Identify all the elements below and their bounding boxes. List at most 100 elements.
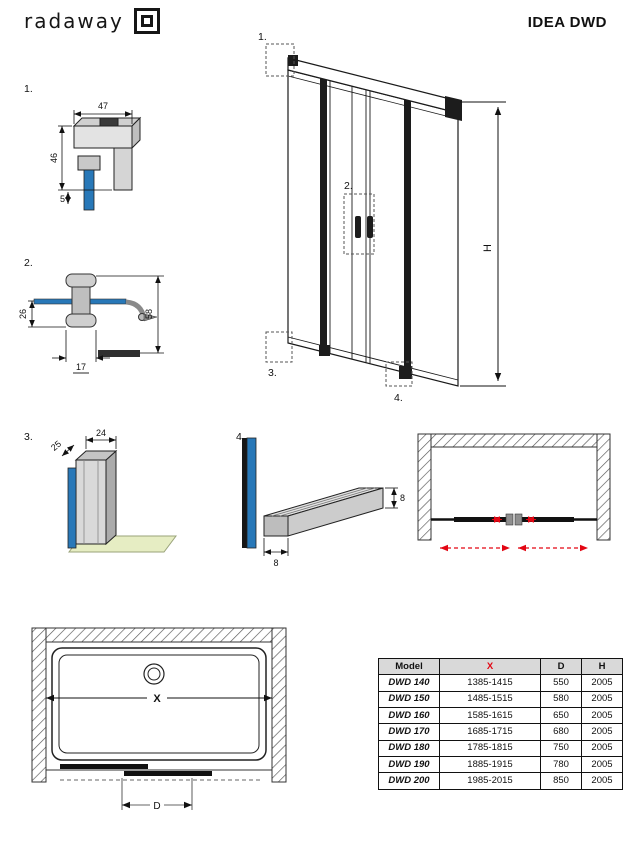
right-door xyxy=(522,517,574,522)
drain xyxy=(143,663,165,685)
dim-58: 58 xyxy=(144,309,154,319)
height-dimension xyxy=(460,101,506,387)
callout-3-label: 3. xyxy=(268,367,277,379)
dim-26: 26 xyxy=(18,309,28,319)
door-handle-right xyxy=(367,216,373,238)
detail-2-dimensions xyxy=(28,275,164,374)
back-wall xyxy=(417,433,611,448)
rail-clamp xyxy=(99,117,119,127)
detail-3-label: 3. xyxy=(24,431,33,443)
door-profile-left xyxy=(320,78,327,353)
detail-4-label: 4. xyxy=(236,431,245,443)
cell-model: DWD 140 xyxy=(378,674,440,692)
detail-3-dimensions xyxy=(61,436,117,457)
cell-h: 2005 xyxy=(581,772,623,790)
dim-8-height: 8 xyxy=(400,493,405,503)
detail-1-drawing: 1. 47 46 5 xyxy=(24,83,142,211)
right-handle xyxy=(514,513,523,526)
cell-h: 2005 xyxy=(581,674,623,692)
walls xyxy=(417,433,611,541)
cell-h: 2005 xyxy=(581,707,623,725)
cell-model: DWD 190 xyxy=(378,756,440,774)
cell-d: 550 xyxy=(540,674,582,692)
col-header-h: H xyxy=(581,657,623,676)
door-profiles xyxy=(288,55,462,379)
glass-top-profile xyxy=(98,350,140,357)
col-header-d: D xyxy=(540,657,582,676)
dim-5: 5 xyxy=(60,194,65,204)
detail-1-label: 1. xyxy=(24,83,33,95)
table-row: DWD 200 1985-2015 850 2005 xyxy=(378,772,623,790)
d-dim-label: D xyxy=(153,801,160,812)
shower-tray xyxy=(51,647,267,761)
cell-x: 1385-1415 xyxy=(439,674,541,692)
rail-end-cap xyxy=(445,96,462,121)
table-row: DWD 190 1885-1915 780 2005 xyxy=(378,756,623,774)
opening-arrows xyxy=(440,516,588,552)
detail-1-dimensions xyxy=(58,110,133,204)
glass-holder xyxy=(77,155,101,171)
right-wall xyxy=(596,433,611,541)
cell-x: 1685-1715 xyxy=(439,723,541,741)
dim-25: 25 xyxy=(49,439,63,453)
callout-box-3 xyxy=(265,331,293,363)
table-row: DWD 180 1785-1815 750 2005 xyxy=(378,739,623,758)
d-dimension xyxy=(121,778,193,810)
cell-d: 750 xyxy=(540,739,582,758)
callout-1-label: 1. xyxy=(258,31,267,43)
dim-17: 17 xyxy=(76,362,86,372)
product-title: IDEA DWD xyxy=(527,14,607,31)
right-door xyxy=(124,771,212,776)
left-door xyxy=(454,517,506,522)
col-header-x: X xyxy=(439,657,541,676)
table-row: DWD 150 1485-1515 580 2005 xyxy=(378,690,623,709)
cell-model: DWD 150 xyxy=(378,690,440,709)
detail-3-drawing: 3. 24 25 xyxy=(24,428,177,553)
tray-top-view: X D xyxy=(31,627,287,812)
cell-d: 580 xyxy=(540,690,582,709)
cell-h: 2005 xyxy=(581,690,623,709)
callout-boxes xyxy=(265,43,413,387)
roller-top xyxy=(65,273,97,288)
walls xyxy=(31,627,287,783)
cell-h: 2005 xyxy=(581,739,623,758)
col-header-model: Model xyxy=(378,657,440,676)
cell-d: 680 xyxy=(540,723,582,741)
bottom-guide-right xyxy=(399,366,412,379)
logo-text: radaway xyxy=(24,9,124,33)
left-wall xyxy=(31,627,47,783)
door-profile-right xyxy=(404,99,411,374)
cell-model: DWD 200 xyxy=(378,772,440,790)
top-view-schematic xyxy=(417,433,611,552)
back-wall xyxy=(45,627,273,643)
glass-edge xyxy=(246,437,257,549)
table-row: DWD 160 1585-1615 650 2005 xyxy=(378,707,623,725)
profile-section xyxy=(72,116,142,211)
right-wall xyxy=(271,627,287,783)
door-handle-left xyxy=(355,216,361,238)
cell-x: 1785-1815 xyxy=(439,739,541,758)
logo-inner-square xyxy=(140,15,153,27)
main-perspective-drawing: H 1. 2. 3. 4. xyxy=(258,31,506,404)
dim-46: 46 xyxy=(49,153,59,163)
callout-box-2 xyxy=(343,193,375,255)
bottom-rail xyxy=(263,487,384,537)
x-dim-label: X xyxy=(153,693,161,705)
logo-mark-icon xyxy=(133,8,160,34)
cell-model: DWD 160 xyxy=(378,707,440,725)
cell-model: DWD 180 xyxy=(378,739,440,758)
left-door xyxy=(60,764,148,769)
radaway-logo: radaway xyxy=(24,8,160,34)
cell-d: 850 xyxy=(540,772,582,790)
left-handle xyxy=(505,513,514,526)
callout-4-label: 4. xyxy=(394,392,403,404)
rail-bracket xyxy=(288,55,298,66)
cell-d: 780 xyxy=(540,756,582,774)
detail-2-label: 2. xyxy=(24,257,33,269)
detail-2-drawing: 2. 26 58 17 xyxy=(18,257,164,374)
callout-box-4 xyxy=(385,361,413,387)
roller-carriage xyxy=(33,273,158,357)
detail-4-dimensions xyxy=(263,487,398,556)
table-row: DWD 140 1385-1415 550 2005 xyxy=(378,674,623,692)
cell-h: 2005 xyxy=(581,756,623,774)
